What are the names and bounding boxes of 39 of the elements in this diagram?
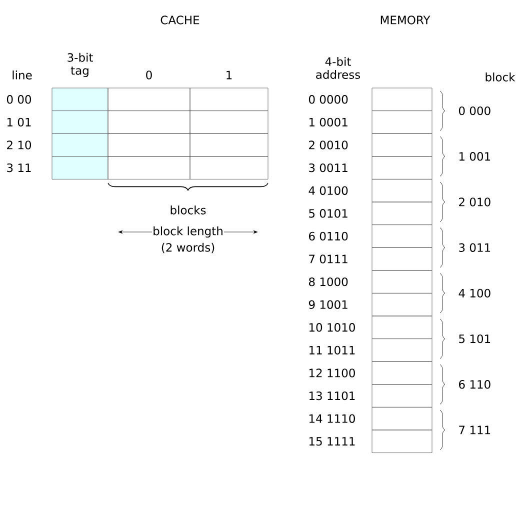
column-heading: 4-bit address: [316, 57, 360, 79]
row-label: 12 1100: [309, 368, 355, 378]
row-label: 2 10: [7, 140, 32, 150]
block-label: 2 010: [459, 198, 490, 206]
row-label: 14 1110: [309, 414, 355, 423]
row-label: 15 1111: [309, 437, 355, 446]
row-label: 1 0001: [309, 118, 348, 127]
row-label: 6 0110: [309, 232, 348, 241]
row-label: 10 1010: [309, 323, 355, 332]
block-label: 6 110: [459, 380, 490, 389]
block-label: 3 011: [459, 243, 490, 252]
row-label: 3 11: [7, 163, 31, 172]
row-label: 8 1000: [309, 277, 348, 286]
column-heading: 3-bit tag: [68, 52, 93, 78]
block-label: 5 101: [459, 334, 490, 344]
row-label: 7 0111: [309, 254, 348, 264]
column-heading: 1: [226, 70, 232, 80]
section-title: MEMORY: [380, 16, 430, 24]
section-title: CACHE: [160, 16, 200, 24]
column-heading: 0: [146, 70, 152, 80]
brace-label: block length: [154, 226, 222, 238]
row-label: 0 0000: [308, 95, 348, 104]
row-label: 3 0011: [309, 163, 348, 172]
row-label: 1 01: [7, 118, 31, 127]
column-heading: line: [12, 70, 32, 80]
row-label: 2 0010: [309, 140, 348, 150]
row-label: 11 1011: [309, 346, 355, 355]
column-heading: block: [486, 72, 516, 82]
brace-label: blocks: [170, 206, 206, 214]
brace-label: (2 words): [162, 242, 214, 254]
row-label: 9 1001: [308, 300, 348, 309]
row-label: 13 1101: [309, 391, 355, 400]
row-label: 4 0100: [308, 186, 348, 195]
row-label: 5 0101: [309, 209, 348, 218]
block-label: 1 001: [459, 152, 490, 161]
block-label: 0 000: [458, 106, 490, 116]
row-label: 0 00: [6, 95, 32, 104]
block-label: 7 111: [459, 426, 490, 434]
block-label: 4 100: [458, 288, 490, 298]
